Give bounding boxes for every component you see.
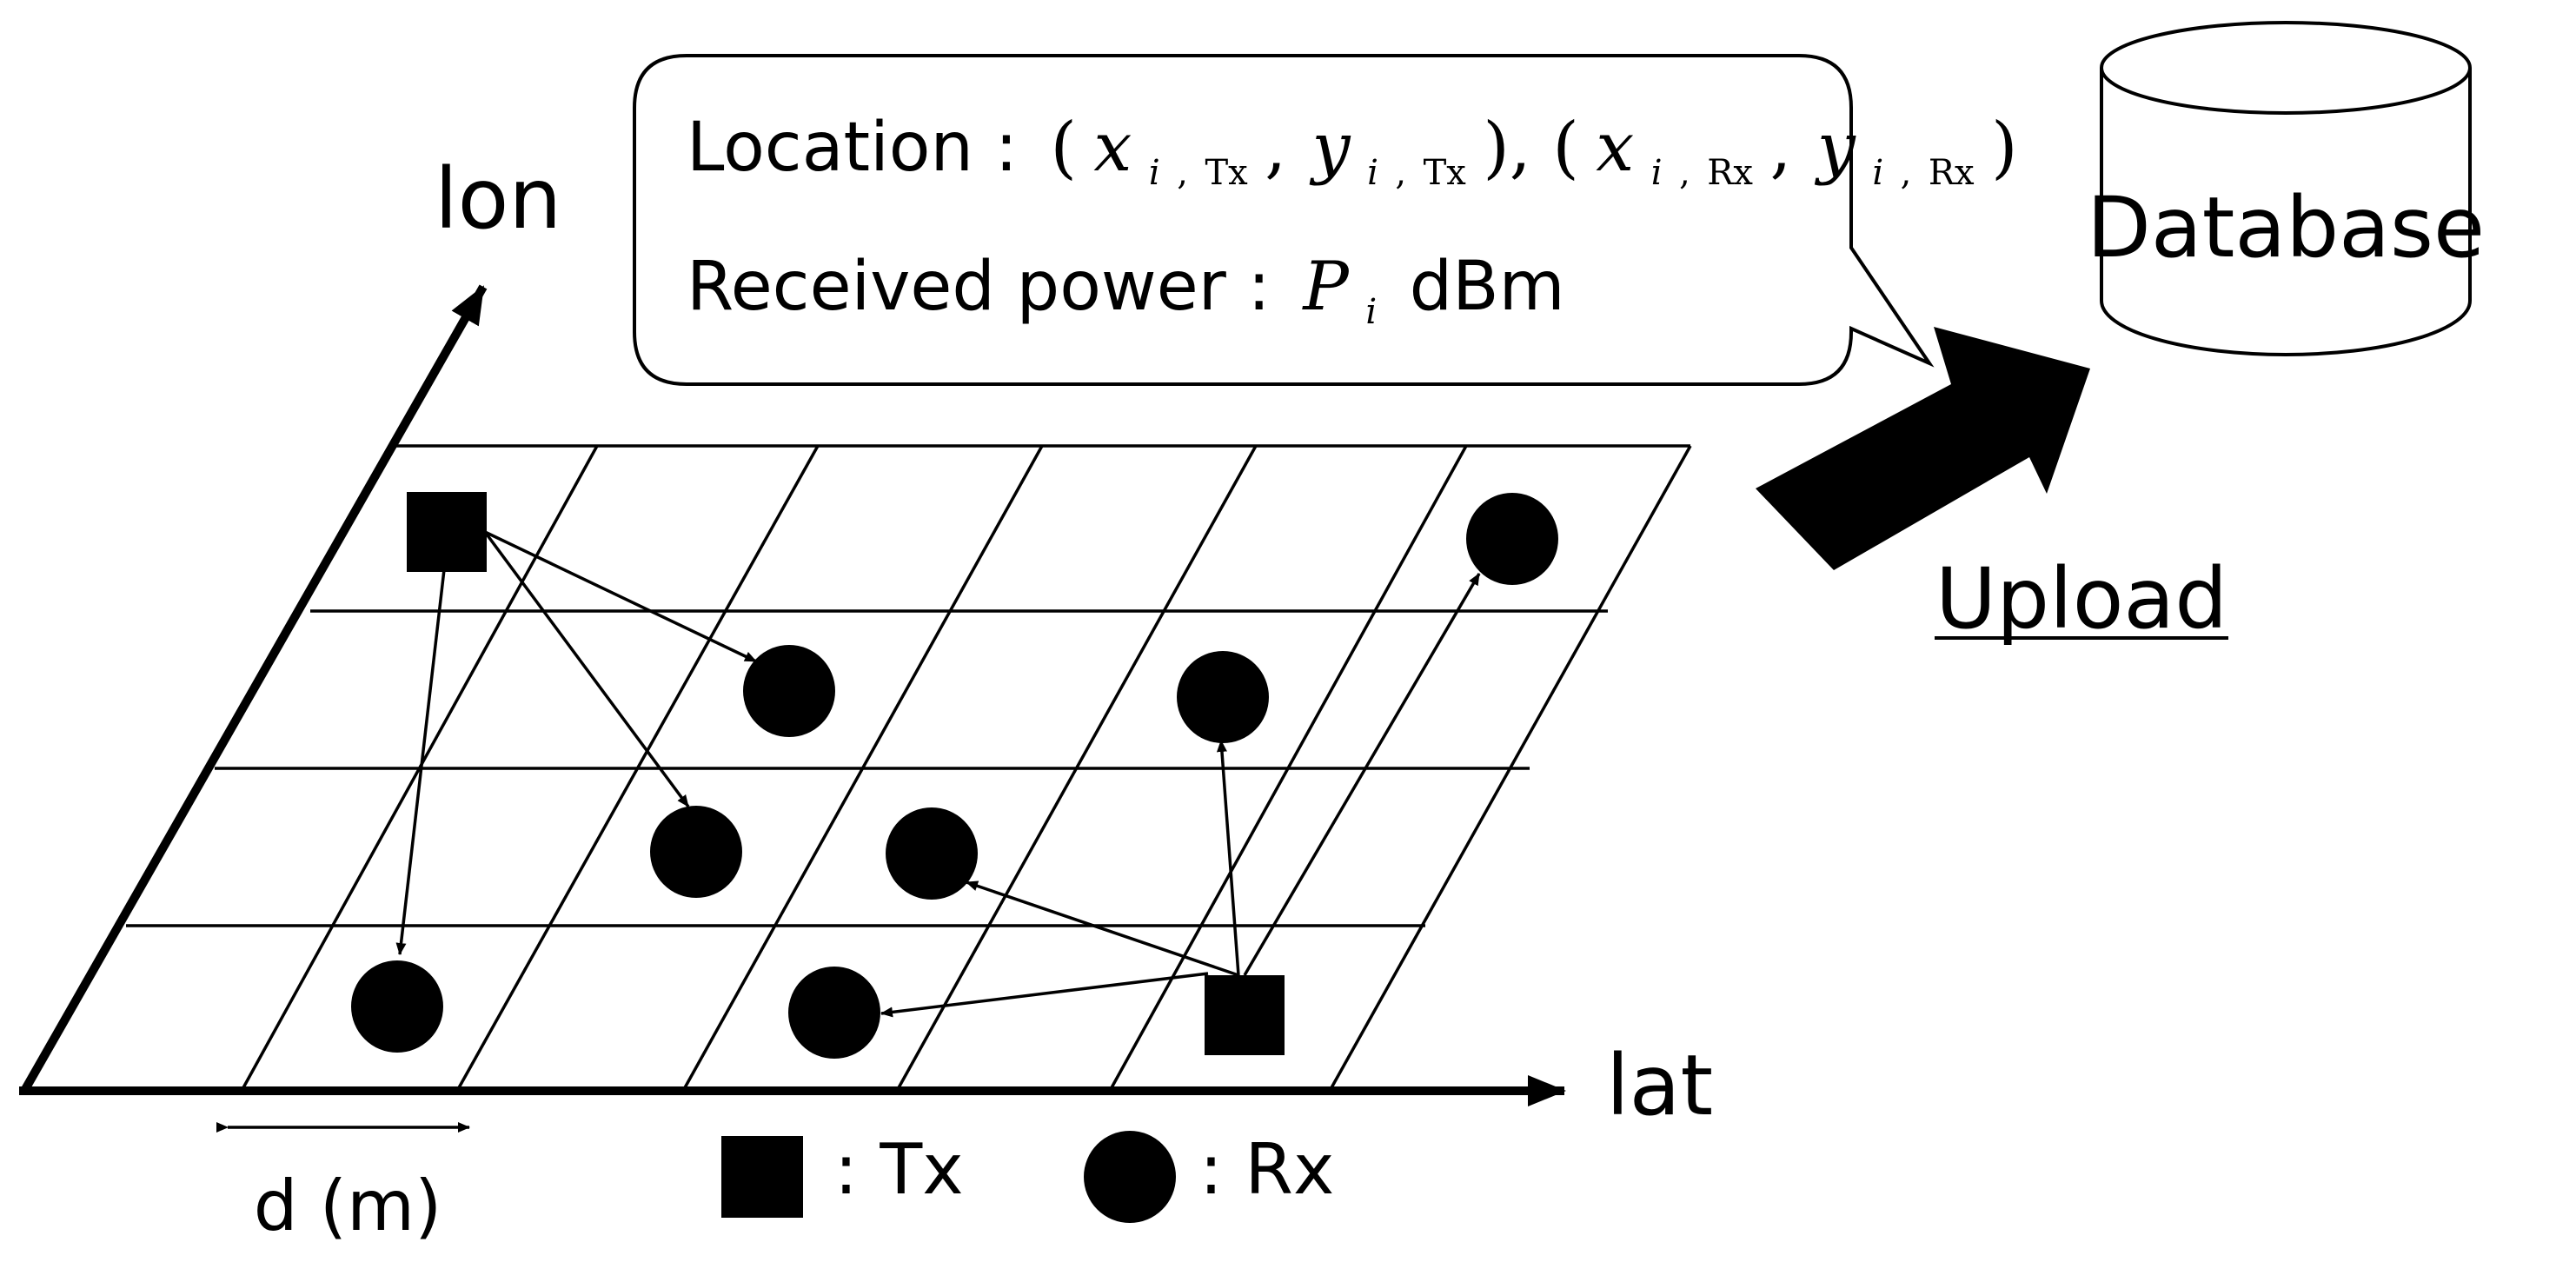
callout-power-line: Received power : P i dBm (687, 248, 1565, 338)
formula-part: y (1309, 109, 1351, 187)
spacing-label: d (m) (254, 1166, 442, 1246)
transmitters (407, 492, 1285, 1055)
database-body (2100, 68, 2472, 356)
grid-col-line-1 (240, 445, 599, 1092)
axes (19, 284, 1566, 1106)
legend-rx-icon (1084, 1131, 1176, 1223)
formula-part: i (1367, 153, 1378, 193)
link-tx2-rx (1216, 740, 1240, 976)
power-label: Received power : (687, 248, 1271, 326)
callout-bubble (633, 54, 1935, 386)
rx-circle (788, 967, 880, 1059)
tx-square (1205, 975, 1285, 1055)
links (395, 530, 1481, 1018)
formula-part: ) (1991, 109, 2017, 187)
formula-part: Rx (1707, 153, 1753, 193)
grid-col-line-6 (1328, 445, 1692, 1092)
formula-part: Rx (1929, 153, 1975, 193)
formula-part: i (1149, 153, 1160, 193)
upload-arrow-icon (1756, 327, 2090, 570)
formula-part: ), ( (1483, 109, 1578, 187)
database-label: Database (2087, 179, 2485, 276)
formula-part: x (1093, 109, 1132, 187)
link-tx2-rx (966, 880, 1239, 977)
power-subscript: i (1365, 292, 1377, 332)
grid-col-line-4 (895, 445, 1258, 1092)
callout-location-line: Location : ( x i , Tx , y i , Tx ), ( x … (687, 109, 2018, 199)
formula-part: , (1395, 153, 1406, 193)
rx-circle (650, 806, 742, 898)
tx-square (407, 492, 487, 572)
link-tx2-rx (1243, 573, 1481, 976)
grid (126, 444, 1692, 1092)
formula-part: , (1177, 153, 1188, 193)
location-label: Location : (687, 109, 1018, 187)
link-tx1-rx (483, 530, 690, 808)
formula-part: x (1596, 109, 1634, 187)
legend: : Tx : Rx (721, 1129, 1334, 1223)
formula-part: , (1769, 109, 1791, 187)
grid-col-line-2 (455, 445, 820, 1092)
rx-circle (351, 960, 443, 1053)
formula-part: ( (1050, 109, 1076, 187)
database-top (2100, 21, 2472, 115)
legend-rx-label: : Rx (1199, 1129, 1334, 1210)
lon-axis (20, 284, 488, 1093)
formula-part: , (1901, 153, 1912, 193)
formula-part: i (1872, 153, 1883, 193)
receivers (351, 493, 1558, 1059)
legend-tx-label: : Tx (834, 1129, 964, 1210)
lat-axis-label: lat (1606, 1037, 1713, 1134)
rx-circle (886, 807, 978, 900)
database-cylinder-icon (2100, 21, 2472, 356)
link-tx2-rx (880, 972, 1209, 1018)
formula-part: , (1679, 153, 1690, 193)
rx-circle (1466, 493, 1558, 585)
formula-part: i (1651, 153, 1663, 193)
formula-part: , (1265, 109, 1286, 187)
formula-part: Tx (1205, 153, 1248, 193)
power-symbol: P (1301, 248, 1350, 326)
formula-part: y (1815, 109, 1856, 187)
grid-col-line-5 (1108, 445, 1468, 1092)
upload-label: Upload (1935, 550, 2227, 648)
power-unit: dBm (1410, 248, 1565, 326)
rx-circle (1177, 651, 1269, 743)
link-tx1-rx (395, 531, 450, 955)
lon-axis-label: lon (435, 150, 561, 248)
link-tx1-rx (484, 530, 757, 663)
formula-part: Tx (1424, 153, 1467, 193)
legend-tx-icon (721, 1136, 803, 1218)
grid-col-line-3 (681, 445, 1044, 1092)
rx-circle (743, 645, 835, 737)
